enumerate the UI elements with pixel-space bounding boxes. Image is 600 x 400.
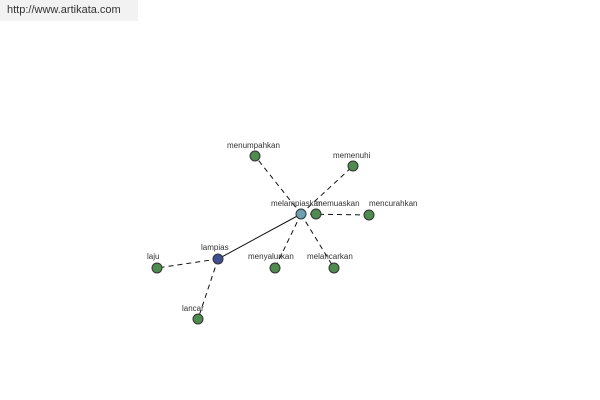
node-circle-melancarkan[interactable] — [328, 262, 340, 274]
node-laju[interactable]: laju — [147, 252, 163, 274]
node-melampiaskan[interactable]: melampiaskan — [271, 199, 323, 220]
node-circle-memenuhi[interactable] — [347, 160, 359, 172]
node-memenuhi[interactable]: memenuhi — [333, 151, 371, 172]
edge-lampias-laju — [156, 258, 219, 269]
node-memuaskan[interactable]: memuaskan — [310, 199, 360, 220]
node-circle-melampiaskan[interactable] — [295, 208, 307, 220]
node-label-menumpahkan[interactable]: menumpahkan — [227, 141, 280, 150]
node-circle-lancar[interactable] — [192, 313, 204, 325]
node-menyalurkan[interactable]: menyalurkan — [248, 252, 294, 274]
node-circle-memuaskan[interactable] — [310, 208, 322, 220]
node-circle-menyalurkan[interactable] — [269, 262, 281, 274]
node-label-melampiaskan[interactable]: melampiaskan — [271, 199, 323, 208]
node-label-menyalurkan[interactable]: menyalurkan — [248, 252, 294, 261]
node-circle-lampias[interactable] — [212, 253, 224, 265]
edge-melampiaskan-menumpahkan — [254, 155, 302, 215]
edges-layer — [156, 155, 370, 320]
node-label-lancar[interactable]: lancar — [182, 304, 204, 313]
node-melancarkan[interactable]: melancarkan — [307, 252, 353, 274]
node-circle-menumpahkan[interactable] — [249, 150, 261, 162]
node-label-laju[interactable]: laju — [147, 252, 159, 261]
node-label-lampias[interactable]: lampias — [201, 243, 229, 252]
node-label-memenuhi[interactable]: memenuhi — [333, 151, 371, 160]
node-circle-laju[interactable] — [151, 262, 163, 274]
edge-melampiaskan-menyalurkan — [274, 213, 302, 269]
edge-melampiaskan-melancarkan — [300, 213, 335, 269]
edge-melampiaskan-lampias — [217, 213, 302, 260]
node-label-memuaskan[interactable]: memuaskan — [316, 199, 360, 208]
node-mencurahkan[interactable]: mencurahkan — [363, 199, 417, 221]
source-url-link[interactable]: http://www.artikata.com — [0, 0, 138, 21]
edge-lampias-lancar — [197, 258, 219, 320]
node-lampias[interactable]: lampias — [201, 243, 229, 265]
node-label-melancarkan[interactable]: melancarkan — [307, 252, 353, 261]
node-circle-mencurahkan[interactable] — [363, 209, 375, 221]
node-label-mencurahkan[interactable]: mencurahkan — [369, 199, 417, 208]
edge-melampiaskan-memenuhi — [300, 165, 354, 215]
node-menumpahkan[interactable]: menumpahkan — [227, 141, 280, 162]
node-lancar[interactable]: lancar — [182, 304, 204, 325]
nodes-layer: melampiaskan lampias laju lancar menumpahkan… — [147, 141, 417, 325]
